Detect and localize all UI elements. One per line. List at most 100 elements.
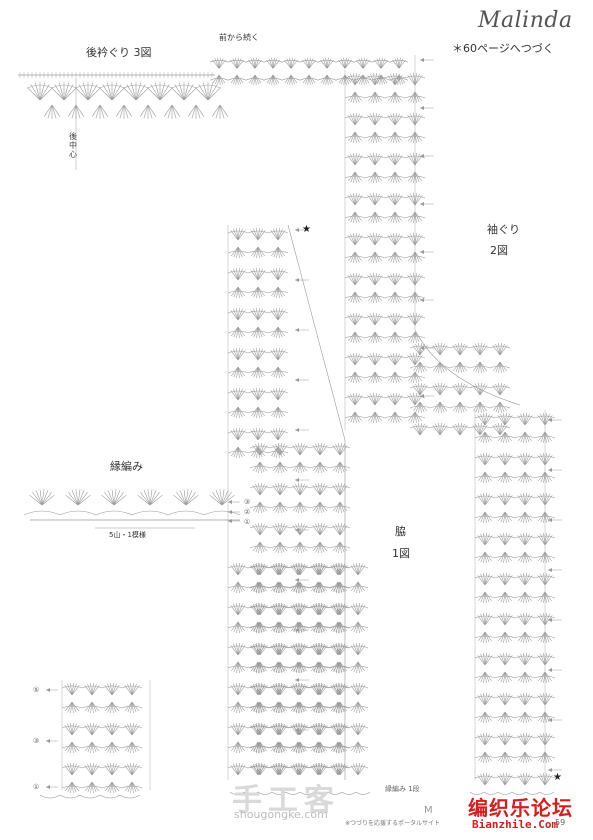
chain-arc (249, 525, 271, 529)
chain-arc (121, 725, 143, 729)
chain-arc (329, 525, 351, 529)
shell-stitch (337, 581, 343, 593)
chain-arc (101, 725, 123, 729)
shell-stitch (233, 228, 239, 241)
shell-stitch (320, 59, 328, 69)
shell-stitch (338, 501, 341, 513)
shell-stitch (353, 171, 356, 183)
shell-stitch (253, 268, 259, 281)
chain-arc (514, 615, 536, 619)
shell-stitch (257, 661, 260, 673)
shell-stitch (259, 563, 262, 576)
shell-stitch (293, 603, 299, 616)
shell-stitch (414, 211, 420, 223)
shell-stitch (361, 57, 364, 69)
shell-stitch (237, 643, 240, 656)
shell-stitch (336, 643, 339, 656)
shell-stitch (257, 701, 260, 713)
shell-stitch (299, 461, 302, 473)
shell-stitch (147, 489, 151, 506)
shell-stitch (276, 723, 279, 736)
shell-stitch (298, 501, 301, 513)
shell-stitch (380, 58, 386, 69)
shell-stitch (185, 494, 199, 506)
shell-stitch (259, 483, 265, 496)
shell-stitch (523, 551, 526, 563)
shell-stitch (475, 423, 481, 436)
shell-stitch (218, 57, 221, 69)
shell-stitch (296, 603, 299, 616)
shell-stitch (524, 711, 527, 723)
shell-stitch (353, 153, 356, 166)
shell-stitch (313, 701, 319, 713)
shell-stitch (504, 711, 507, 723)
shell-stitch (317, 603, 320, 616)
chain-arc (335, 59, 355, 63)
shell-stitch (127, 701, 133, 713)
shell-stitch (277, 581, 283, 593)
shell-stitch (504, 493, 507, 506)
shell-stitch (419, 361, 422, 373)
chain-arc (494, 475, 516, 479)
shell-stitch (370, 233, 376, 246)
shell-stitch (237, 348, 240, 361)
shell-stitch (370, 193, 376, 206)
shell-stitch (278, 621, 281, 633)
chain-arc (344, 255, 366, 259)
chain-arc (247, 430, 269, 434)
shell-stitch (337, 661, 343, 673)
shell-stitch (353, 621, 359, 633)
shell-stitch (278, 443, 281, 456)
shell-stitch (317, 763, 320, 776)
shell-stitch (273, 246, 279, 258)
shell-stitch (344, 58, 350, 69)
shell-stitch (374, 353, 380, 366)
shell-stitch (236, 563, 239, 576)
chain-arc (81, 685, 103, 689)
shell-stitch (544, 413, 547, 426)
shell-stitch (147, 104, 157, 117)
shell-stitch (237, 723, 240, 736)
shell-stitch (293, 763, 299, 776)
shell-stitch (413, 411, 416, 423)
chain-arc (101, 765, 123, 769)
shell-stitch (480, 733, 486, 746)
shell-stitch (257, 643, 263, 656)
shell-stitch (237, 683, 240, 696)
chain-arc (474, 635, 496, 639)
chain-arc (247, 645, 269, 649)
shell-stitch (338, 581, 341, 593)
shell-stitch (499, 423, 502, 436)
shell-stitch (483, 431, 486, 443)
row-arrow-head (228, 519, 232, 523)
chain-arc (307, 645, 329, 649)
chain-arc (404, 335, 426, 339)
shell-stitch (540, 511, 546, 523)
shell-stitch (413, 233, 416, 246)
shell-stitch (394, 113, 397, 126)
shell-stitch (257, 661, 263, 673)
shell-stitch (504, 493, 510, 506)
chain-arc (317, 77, 337, 81)
shell-stitch (272, 59, 280, 69)
shell-stitch (394, 233, 397, 246)
chain-arc (307, 685, 329, 689)
chain-arc (267, 430, 289, 434)
shell-stitch (484, 591, 487, 603)
shell-stitch (394, 91, 397, 103)
shell-stitch (26, 87, 41, 101)
shell-stitch (475, 401, 481, 413)
shell-stitch (413, 211, 416, 223)
shell-stitch (504, 733, 507, 746)
shell-stitch (87, 683, 93, 696)
row-arrow-head (295, 478, 299, 482)
shell-stitch (544, 431, 550, 443)
shell-stitch (290, 74, 298, 84)
shell-stitch (318, 523, 321, 536)
shell-stitch (297, 621, 300, 633)
shell-stitch (256, 366, 259, 378)
shell-stitch (257, 348, 260, 361)
chain-arc (209, 59, 229, 63)
shell-stitch (439, 343, 445, 356)
shell-stitch (374, 153, 377, 166)
